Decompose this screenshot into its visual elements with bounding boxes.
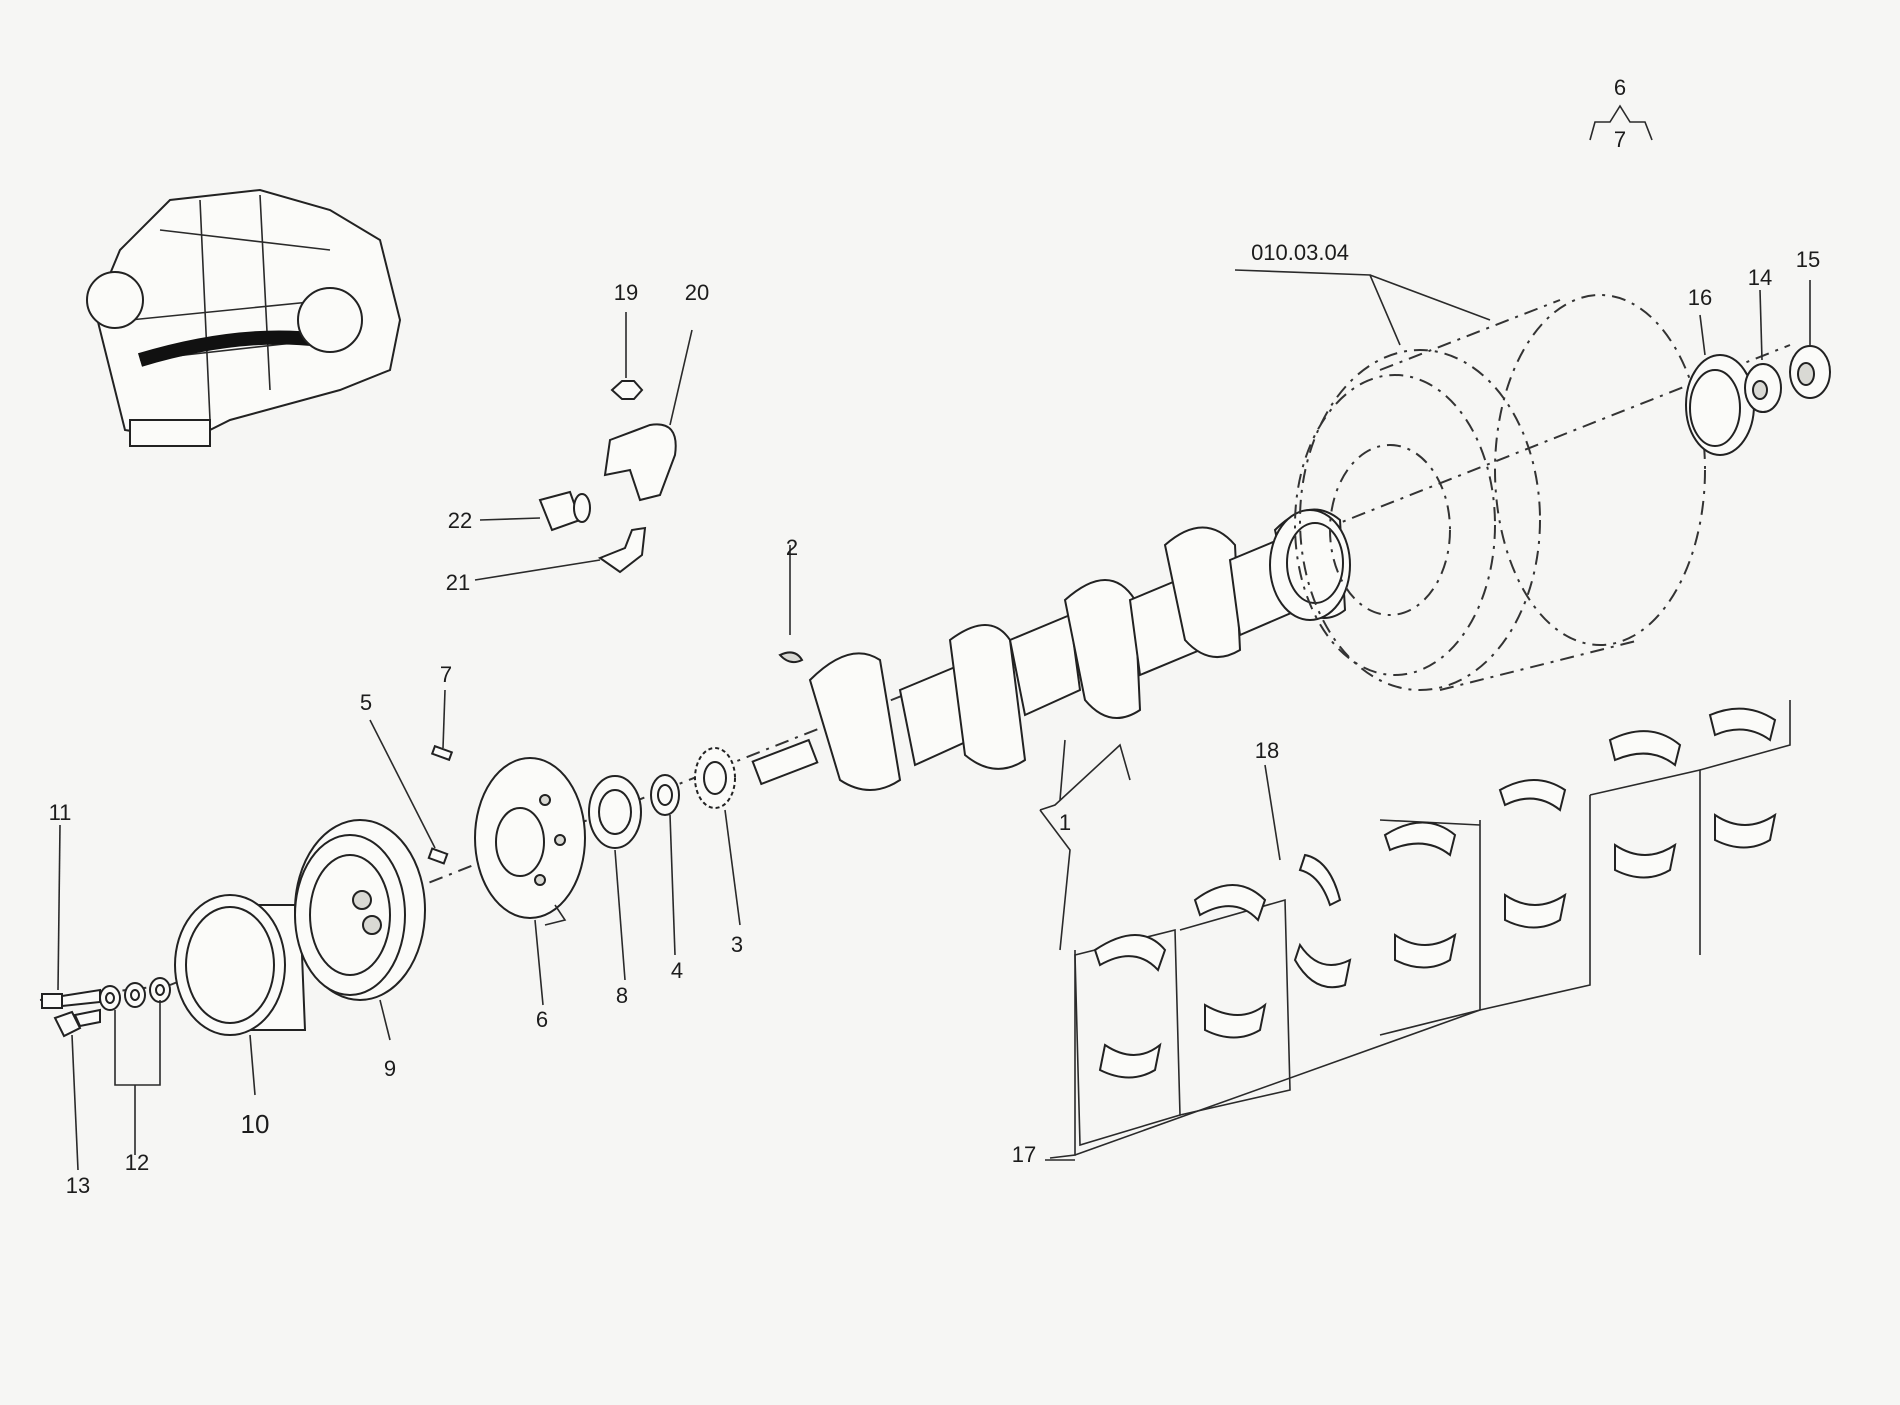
part-10-pulley [174, 894, 307, 1036]
part-19-nut [610, 380, 644, 400]
part-11-bolt [41, 988, 101, 1009]
callout-19: 19 [614, 280, 638, 305]
bearing-shells [1039, 700, 1791, 1159]
page-marker: 6 7 [1589, 75, 1653, 152]
callout-7: 7 [440, 662, 452, 687]
callout-6: 6 [536, 1007, 548, 1032]
part-8-seal [588, 775, 642, 849]
callout-labels: 1 2 3 4 5 6 7 8 9 10 11 12 13 14 15 16 1… [49, 240, 1821, 1198]
part-6-hub [474, 757, 586, 926]
part-1-crankshaft [751, 508, 1351, 791]
part-3-gear [694, 747, 736, 809]
callout-3: 3 [731, 932, 743, 957]
page-marker-bottom: 7 [1614, 127, 1626, 152]
callout-5: 5 [360, 690, 372, 715]
callout-15: 15 [1796, 247, 1820, 272]
callout-13: 13 [66, 1173, 90, 1198]
part-2-key [778, 651, 804, 664]
callout-17: 17 [1012, 1142, 1036, 1167]
callout-14: 14 [1748, 265, 1772, 290]
part-4-ring [650, 774, 680, 816]
engine-thumbnail [86, 188, 402, 447]
part-22-plug [538, 490, 591, 532]
part-14-bushing [1744, 363, 1782, 413]
callout-16: 16 [1688, 285, 1712, 310]
callout-11: 11 [49, 800, 72, 825]
part-7-pin [430, 744, 454, 762]
callout-4: 4 [671, 958, 683, 983]
part-16-bearing-ring [1685, 354, 1755, 456]
callout-18: 18 [1255, 738, 1279, 763]
reference-label: 010.03.04 [1251, 240, 1349, 265]
part-12-washers [99, 977, 171, 1011]
callout-10: 10 [241, 1109, 270, 1139]
callout-22: 22 [448, 508, 472, 533]
flywheel-reference [1294, 294, 1706, 691]
callout-20: 20 [685, 280, 709, 305]
part-15-cap [1789, 345, 1831, 399]
part-13-bolt [53, 1008, 101, 1038]
callout-9: 9 [384, 1056, 396, 1081]
callout-1: 1 [1059, 810, 1071, 835]
callout-12: 12 [125, 1150, 149, 1175]
callout-8: 8 [616, 983, 628, 1008]
callout-21: 21 [446, 570, 470, 595]
page-marker-top: 6 [1614, 75, 1626, 100]
leader-lines [57, 269, 1811, 1171]
part-5-pin [427, 847, 449, 865]
part-20-bracket [603, 423, 677, 502]
part-9-damper [294, 819, 426, 1001]
callout-2: 2 [786, 535, 798, 560]
part-21-fitting [597, 526, 647, 574]
